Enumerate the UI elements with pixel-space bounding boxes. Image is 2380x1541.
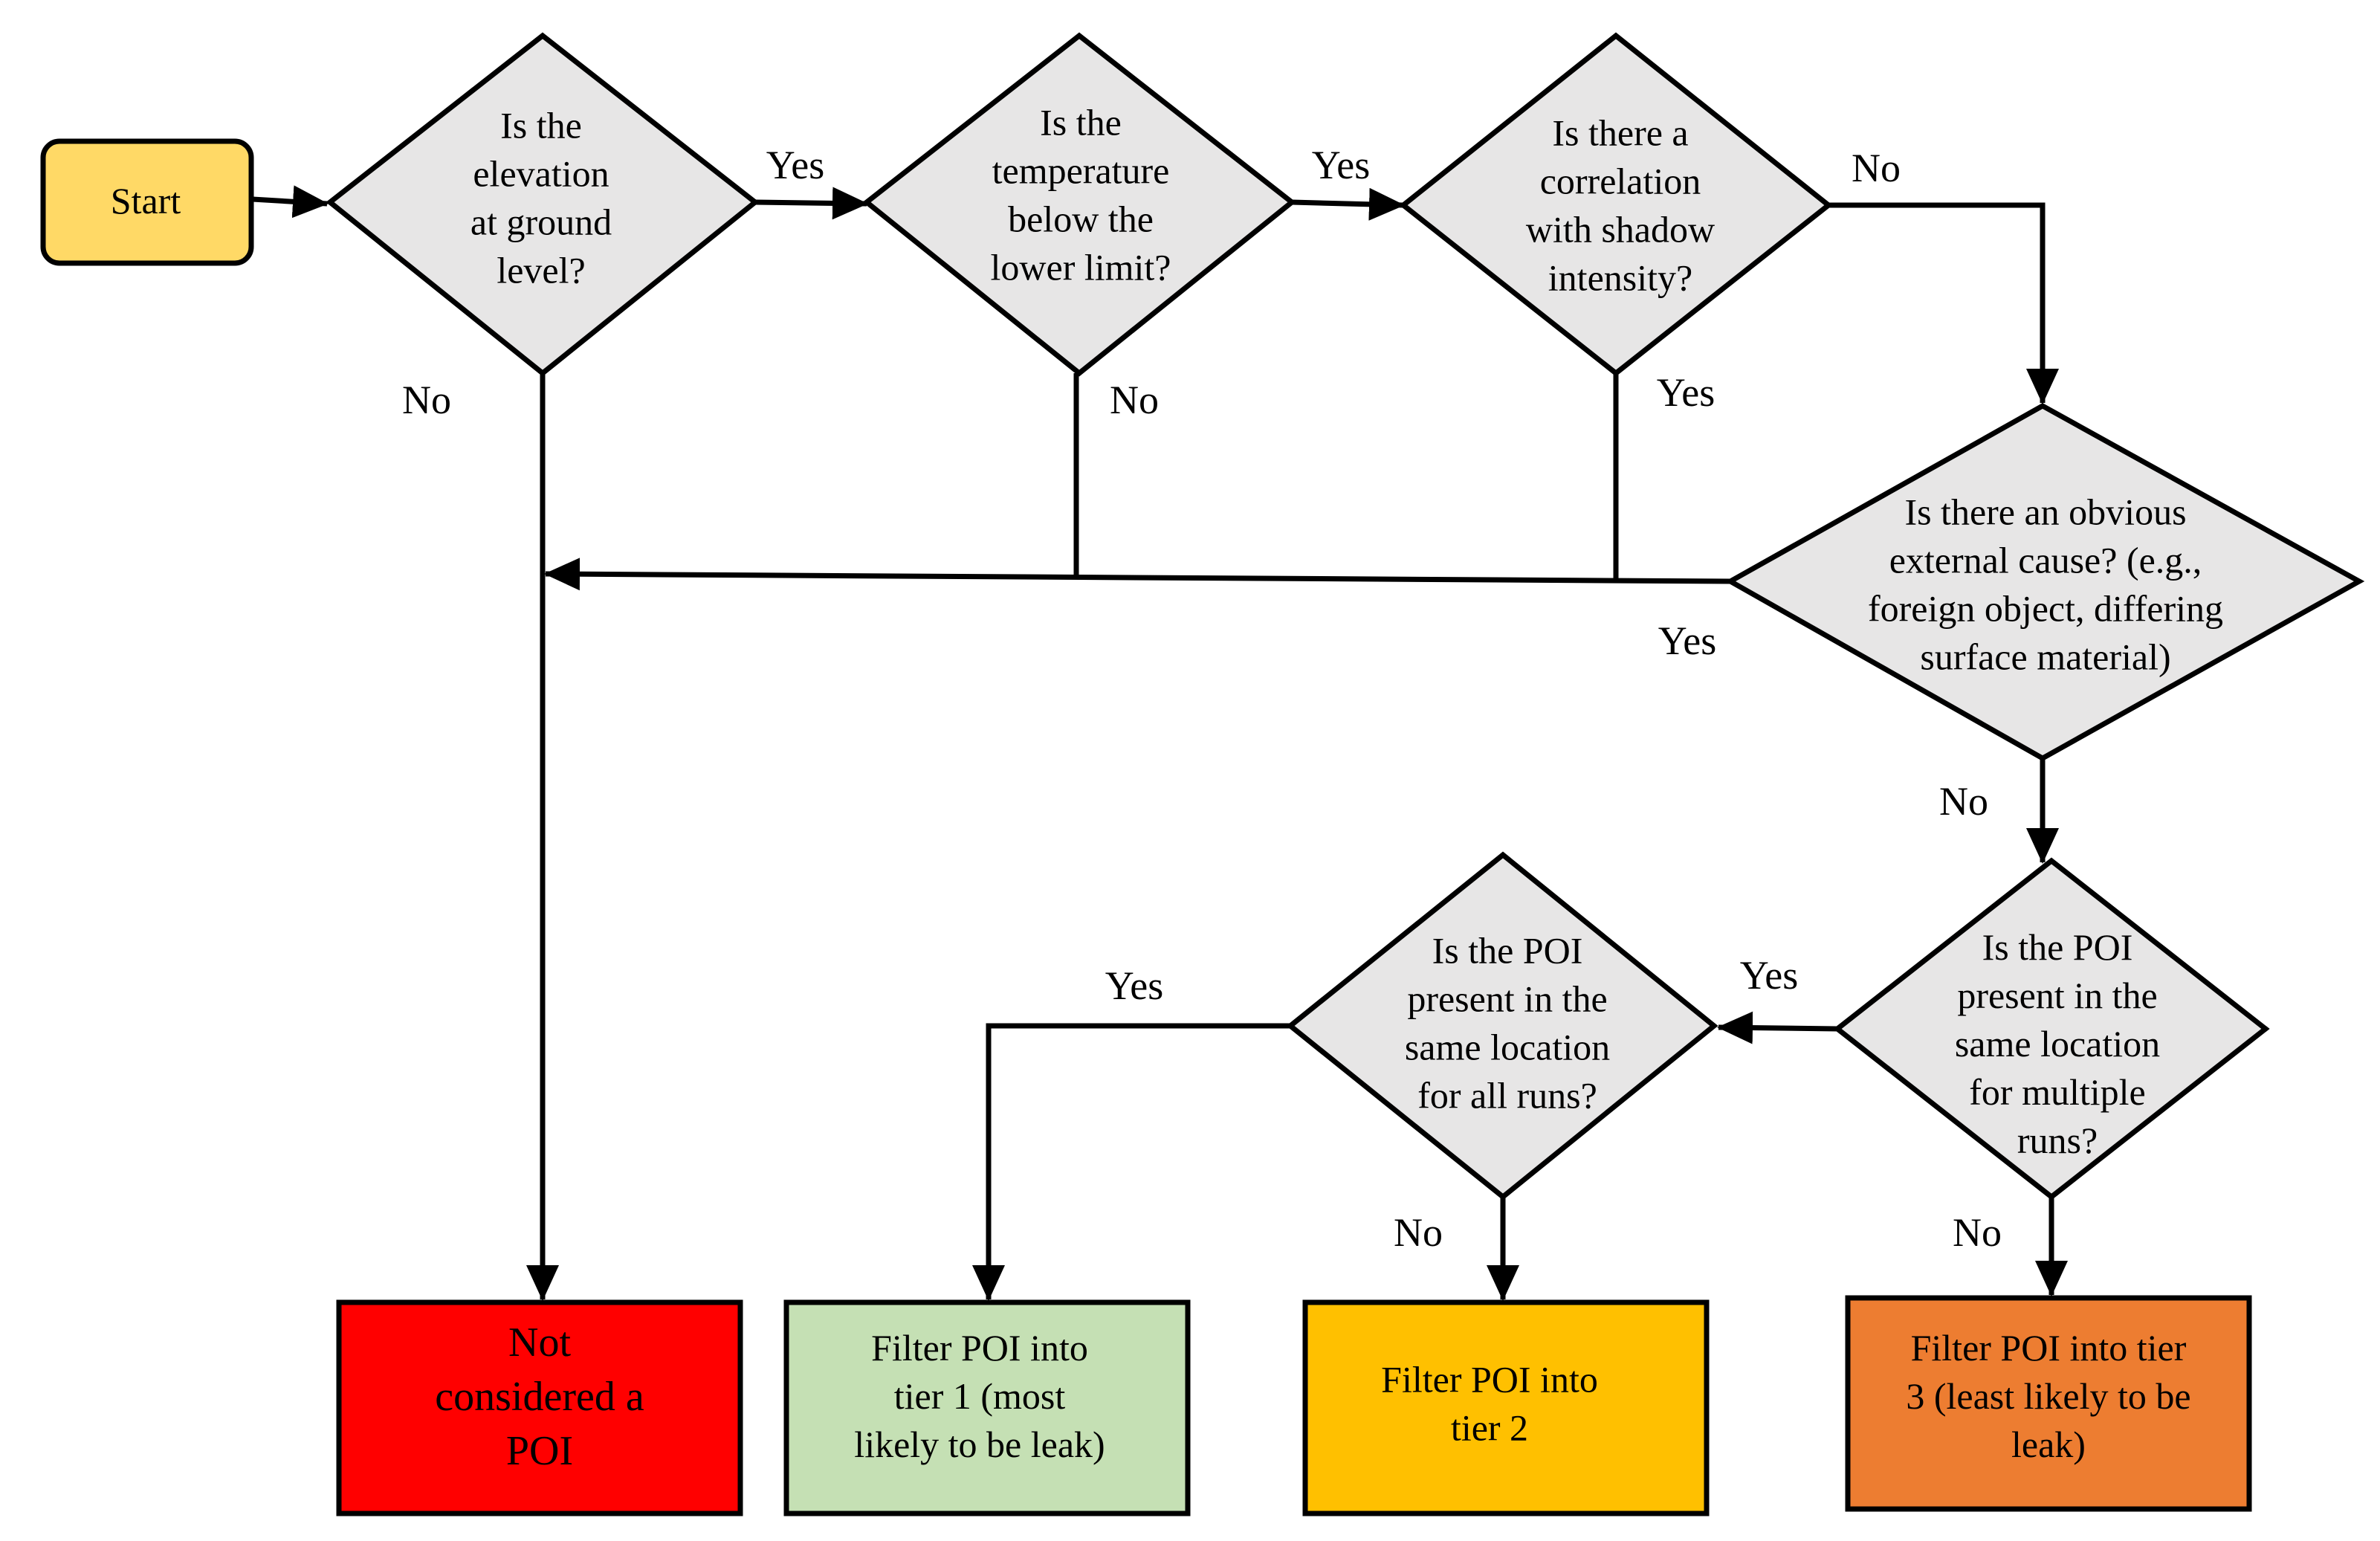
tier1-line: likely to be leak) — [854, 1424, 1105, 1465]
q-multiple-runs-line: same location — [1955, 1023, 2160, 1065]
q-temperature-line: below the — [1008, 198, 1154, 240]
q-elevation-line: at ground — [470, 201, 612, 243]
not-poi-line: considered a — [435, 1374, 644, 1420]
q-shadow-line: intensity? — [1548, 257, 1692, 299]
not-considered-poi-node — [336, 1299, 743, 1516]
decision-all-runs-text: Is the POI present in the same location for… — [1405, 930, 1610, 1117]
q-external-line: foreign object, differing — [1868, 588, 2223, 630]
q-multiple-runs-line: present in the — [1957, 975, 2157, 1016]
q-external-line: surface material) — [1920, 636, 2170, 678]
q-temperature-line: lower limit? — [991, 247, 1171, 288]
not-considered-poi-text: Not considered a POI — [435, 1319, 644, 1474]
node-texts: Start Is the elevation at ground level? Is … — [111, 102, 2223, 1475]
label-temperature-no: No — [1110, 378, 1159, 422]
label-elevation-yes: Yes — [766, 143, 825, 187]
decision-multiple-runs — [1833, 857, 2270, 1201]
decision-external-cause-text: Is there an obvious external cause? (e.g.… — [1868, 491, 2223, 678]
edge-multiple-yes — [1717, 1011, 1838, 1044]
tier3-node — [1845, 1295, 2252, 1512]
q-external-line: external cause? (e.g., — [1889, 540, 2202, 581]
label-all-no: No — [1394, 1210, 1443, 1255]
q-multiple-runs-line: Is the POI — [1982, 926, 2133, 968]
tier2-text: Filter POI into tier 2 — [1381, 1359, 1598, 1449]
tier1-node — [783, 1299, 1191, 1516]
tier3-line: Filter POI into tier — [1911, 1327, 2187, 1369]
tier2-line: tier 2 — [1451, 1407, 1528, 1449]
q-temperature-line: Is the — [1040, 102, 1122, 143]
decision-all-runs — [1286, 851, 1718, 1201]
q-all-runs-line: same location — [1405, 1027, 1610, 1068]
nodes — [40, 32, 2365, 1516]
edge-elevation-yes — [754, 187, 868, 220]
q-elevation-line: elevation — [473, 153, 609, 195]
edge-external-yes — [544, 558, 1731, 591]
start-node — [40, 138, 254, 266]
tier3-line: leak) — [2011, 1424, 2086, 1465]
tier3-line: 3 (least likely to be — [1906, 1375, 2190, 1417]
tier1-text: Filter POI into tier 1 (most likely to be … — [854, 1327, 1105, 1465]
decision-elevation — [326, 32, 760, 377]
decision-elevation-text: Is the elevation at ground level? — [470, 105, 612, 291]
tier2-node — [1302, 1299, 1710, 1516]
q-all-runs-line: Is the POI — [1432, 930, 1583, 972]
q-shadow-line: Is there a — [1552, 112, 1688, 154]
label-shadow-no: No — [1852, 146, 1901, 190]
label-all-yes: Yes — [1105, 963, 1164, 1008]
tier1-line: tier 1 (most — [894, 1375, 1066, 1417]
start-line: Start — [111, 180, 181, 222]
label-elevation-no: No — [402, 378, 451, 422]
decision-multiple-runs-text: Is the POI present in the same location for… — [1955, 926, 2160, 1161]
q-all-runs-line: present in the — [1407, 978, 1607, 1020]
edge-all-yes — [972, 1023, 1290, 1301]
label-shadow-yes: Yes — [1657, 370, 1716, 415]
not-poi-line: POI — [506, 1428, 573, 1474]
tier3-text: Filter POI into tier 3 (least likely to b… — [1906, 1327, 2190, 1465]
q-multiple-runs-line: runs? — [2017, 1120, 2098, 1161]
edge-shadow-no — [1828, 202, 2059, 404]
q-temperature-line: temperature — [992, 150, 1170, 192]
decision-temperature — [862, 32, 1296, 377]
not-poi-line: Not — [508, 1319, 571, 1366]
q-elevation-line: Is the — [500, 105, 582, 146]
q-external-line: Is there an obvious — [1904, 491, 2186, 533]
q-all-runs-line: for all runs? — [1417, 1075, 1597, 1117]
edge-labels: Yes No Yes No No Yes Yes No Yes No Yes N… — [402, 143, 2002, 1255]
tier2-line: Filter POI into — [1381, 1359, 1598, 1401]
q-shadow-line: with shadow — [1526, 209, 1715, 251]
start-node-text: Start — [111, 180, 181, 222]
q-multiple-runs-line: for multiple — [1969, 1071, 2145, 1113]
label-external-yes: Yes — [1658, 618, 1717, 663]
label-multiple-yes: Yes — [1740, 953, 1799, 998]
edge-start-to-elevation — [252, 185, 329, 219]
decision-temperature-text: Is the temperature below the lower limit? — [991, 102, 1171, 288]
decision-external-cause — [1724, 402, 2365, 762]
decision-shadow-text: Is there a correlation with shadow intensit… — [1526, 112, 1715, 299]
tier1-line: Filter POI into — [871, 1327, 1088, 1369]
edge-temperature-yes — [1291, 187, 1405, 221]
q-elevation-line: level? — [497, 250, 585, 291]
label-external-no: No — [1939, 779, 1988, 824]
q-shadow-line: correlation — [1540, 161, 1701, 202]
decision-shadow — [1399, 32, 1833, 377]
connectors — [252, 185, 2068, 1301]
label-temperature-yes: Yes — [1312, 143, 1371, 187]
label-multiple-no: No — [1953, 1210, 2002, 1255]
